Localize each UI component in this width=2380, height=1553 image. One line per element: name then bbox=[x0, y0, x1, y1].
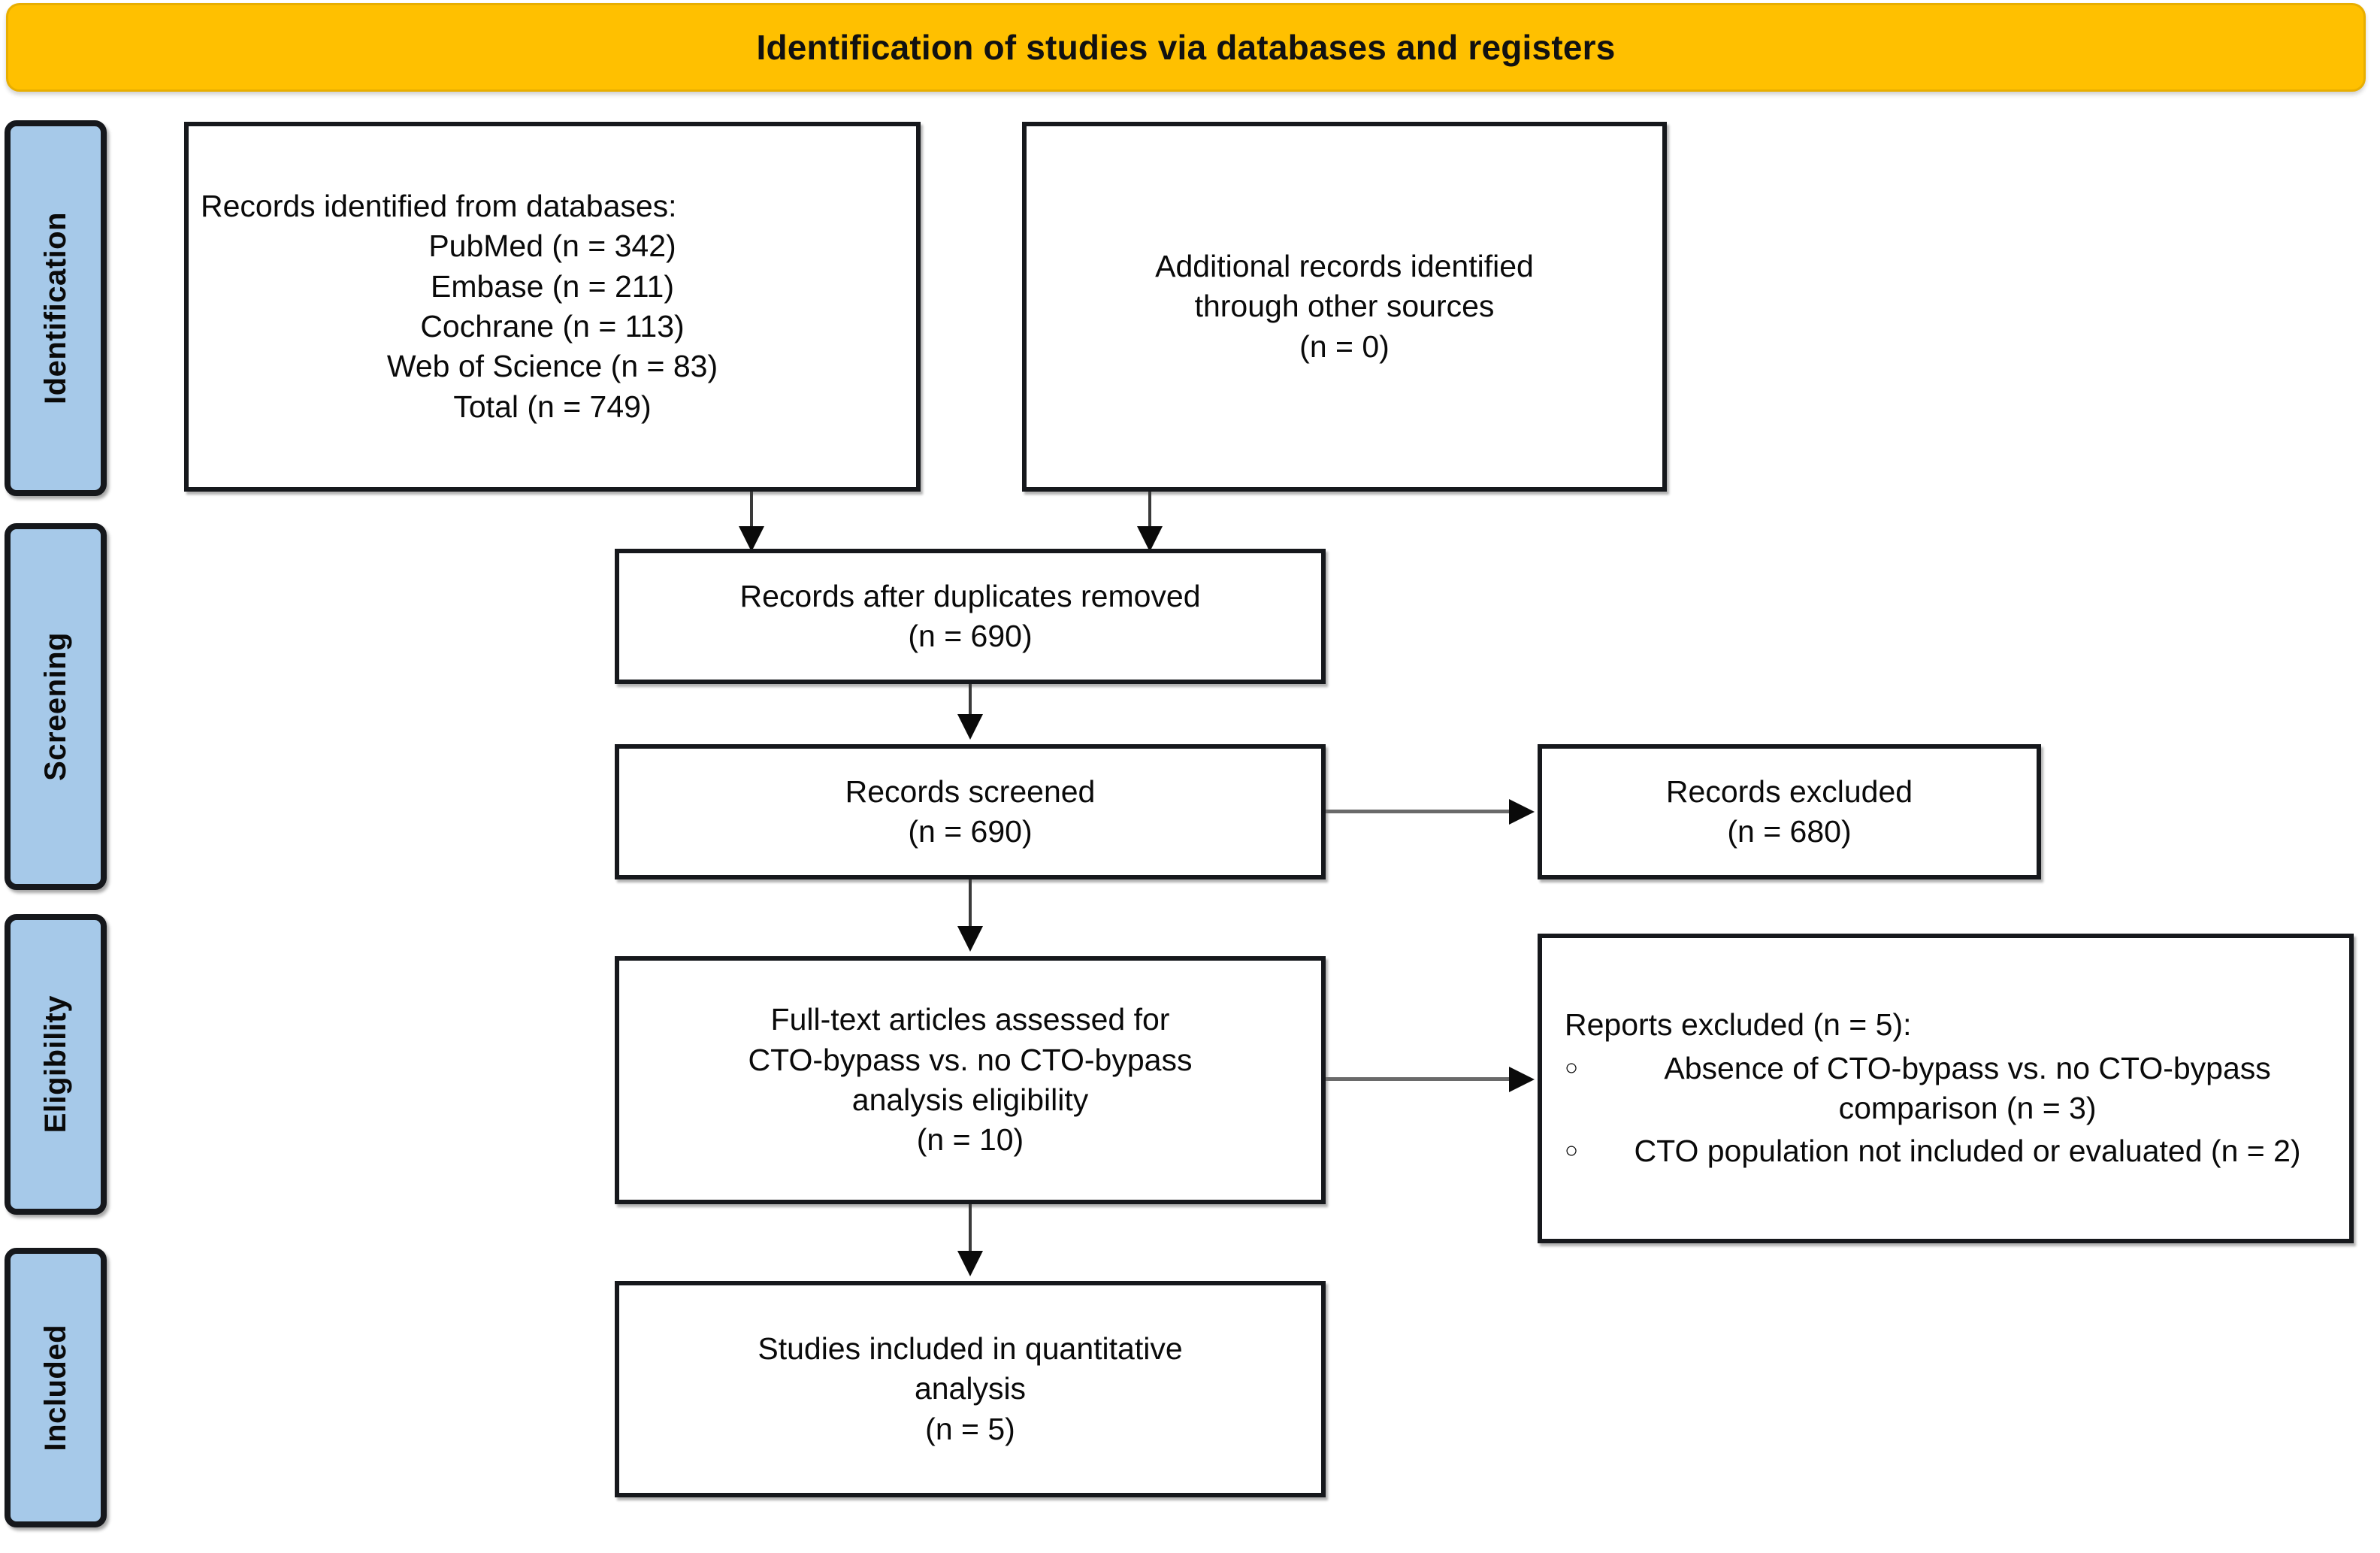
stage-tab-label: Screening bbox=[38, 632, 72, 781]
diagram-header-banner: Identification of studies via databases … bbox=[6, 3, 2366, 92]
connector-arrowhead bbox=[1137, 526, 1163, 552]
connector-arrowhead bbox=[957, 1251, 983, 1276]
box-line: Embase (n = 211) bbox=[431, 268, 674, 304]
connector-line bbox=[969, 879, 972, 934]
box-line: Records after duplicates removed bbox=[739, 578, 1201, 613]
stage-tab-eligibility: Eligibility bbox=[5, 914, 107, 1215]
stage-tab-label: Eligibility bbox=[38, 995, 72, 1134]
connector-arrowhead bbox=[957, 714, 983, 740]
box-line: analysis eligibility bbox=[851, 1082, 1089, 1117]
stage-tab-screening: Screening bbox=[5, 523, 107, 890]
box-line: Full-text articles assessed for bbox=[770, 1002, 1170, 1037]
box-line: Additional records identified bbox=[1155, 249, 1534, 284]
box-content: Records after duplicates removed (n = 69… bbox=[619, 577, 1321, 657]
connector-arrowhead bbox=[1509, 1067, 1535, 1092]
connector-arrowhead bbox=[739, 526, 764, 552]
box-content: Studies included in quantitative analysi… bbox=[619, 1329, 1321, 1449]
connector-line bbox=[969, 1204, 972, 1258]
box-reports-excluded: Reports excluded (n = 5): ○ Absence of C… bbox=[1538, 934, 2354, 1243]
box-content: Full-text articles assessed for CTO-bypa… bbox=[619, 1000, 1321, 1160]
box-line: (n = 10) bbox=[916, 1122, 1024, 1158]
page-title: Identification of studies via databases … bbox=[756, 28, 1616, 67]
stage-tab-included: Included bbox=[5, 1248, 107, 1527]
box-records-screened: Records screened (n = 690) bbox=[615, 744, 1326, 879]
stage-tab-label: Identification bbox=[38, 212, 72, 404]
box-line: Records screened bbox=[845, 773, 1096, 809]
box-line: analysis bbox=[914, 1371, 1027, 1406]
exclusion-reason-item: ○ Absence of CTO-bypass vs. no CTO-bypas… bbox=[1554, 1049, 2337, 1129]
stage-tab-label: Included bbox=[38, 1324, 72, 1452]
box-line: Web of Science (n = 83) bbox=[386, 349, 718, 384]
connector-line bbox=[1326, 1077, 1514, 1081]
box-content: Records identified from databases: PubMe… bbox=[189, 186, 916, 427]
box-line: (n = 690) bbox=[908, 814, 1033, 849]
box-additional-records-other-sources: Additional records identified through ot… bbox=[1022, 122, 1667, 492]
exclusion-reason-text: Absence of CTO-bypass vs. no CTO-bypass … bbox=[1664, 1050, 2271, 1125]
connector-line bbox=[969, 684, 972, 722]
box-records-after-duplicates-removed: Records after duplicates removed (n = 69… bbox=[615, 549, 1326, 684]
box-records-identified-databases: Records identified from databases: PubMe… bbox=[184, 122, 921, 492]
box-line: Total (n = 749) bbox=[453, 389, 652, 424]
stage-tab-identification: Identification bbox=[5, 120, 107, 496]
box-content: Reports excluded (n = 5): ○ Absence of C… bbox=[1542, 1005, 2349, 1171]
box-heading: Reports excluded (n = 5): bbox=[1565, 1007, 1912, 1043]
box-studies-included-quantitative-analysis: Studies included in quantitative analysi… bbox=[615, 1281, 1326, 1497]
box-line: (n = 0) bbox=[1299, 328, 1390, 364]
box-line: (n = 690) bbox=[908, 619, 1033, 653]
exclusion-reason-text: CTO population not included or evaluated… bbox=[1634, 1134, 2301, 1169]
box-line: CTO-bypass vs. no CTO-bypass bbox=[748, 1042, 1193, 1077]
connector-line bbox=[1148, 492, 1151, 537]
hollow-circle-bullet-icon: ○ bbox=[1565, 1055, 1579, 1080]
box-line: PubMed (n = 342) bbox=[428, 229, 676, 264]
connector-line bbox=[1326, 810, 1514, 813]
box-content: Records excluded (n = 680) bbox=[1542, 772, 2037, 852]
box-line: through other sources bbox=[1194, 289, 1495, 324]
exclusion-reason-item: ○ CTO population not included or evaluat… bbox=[1554, 1131, 2337, 1171]
connector-arrowhead bbox=[957, 926, 983, 952]
connector-arrowhead bbox=[1509, 799, 1535, 825]
box-line: Studies included in quantitative bbox=[758, 1331, 1183, 1367]
box-fulltext-articles-assessed: Full-text articles assessed for CTO-bypa… bbox=[615, 956, 1326, 1204]
hollow-circle-bullet-icon: ○ bbox=[1565, 1138, 1579, 1164]
box-line: (n = 680) bbox=[1727, 814, 1852, 849]
box-records-excluded: Records excluded (n = 680) bbox=[1538, 744, 2041, 879]
box-line: (n = 5) bbox=[925, 1411, 1015, 1446]
box-content: Additional records identified through ot… bbox=[1027, 247, 1662, 367]
box-heading: Records identified from databases: bbox=[201, 189, 677, 224]
box-line: Records excluded bbox=[1665, 773, 1913, 809]
box-content: Records screened (n = 690) bbox=[619, 772, 1321, 852]
connector-line bbox=[750, 492, 753, 537]
box-line: Cochrane (n = 113) bbox=[420, 309, 685, 344]
